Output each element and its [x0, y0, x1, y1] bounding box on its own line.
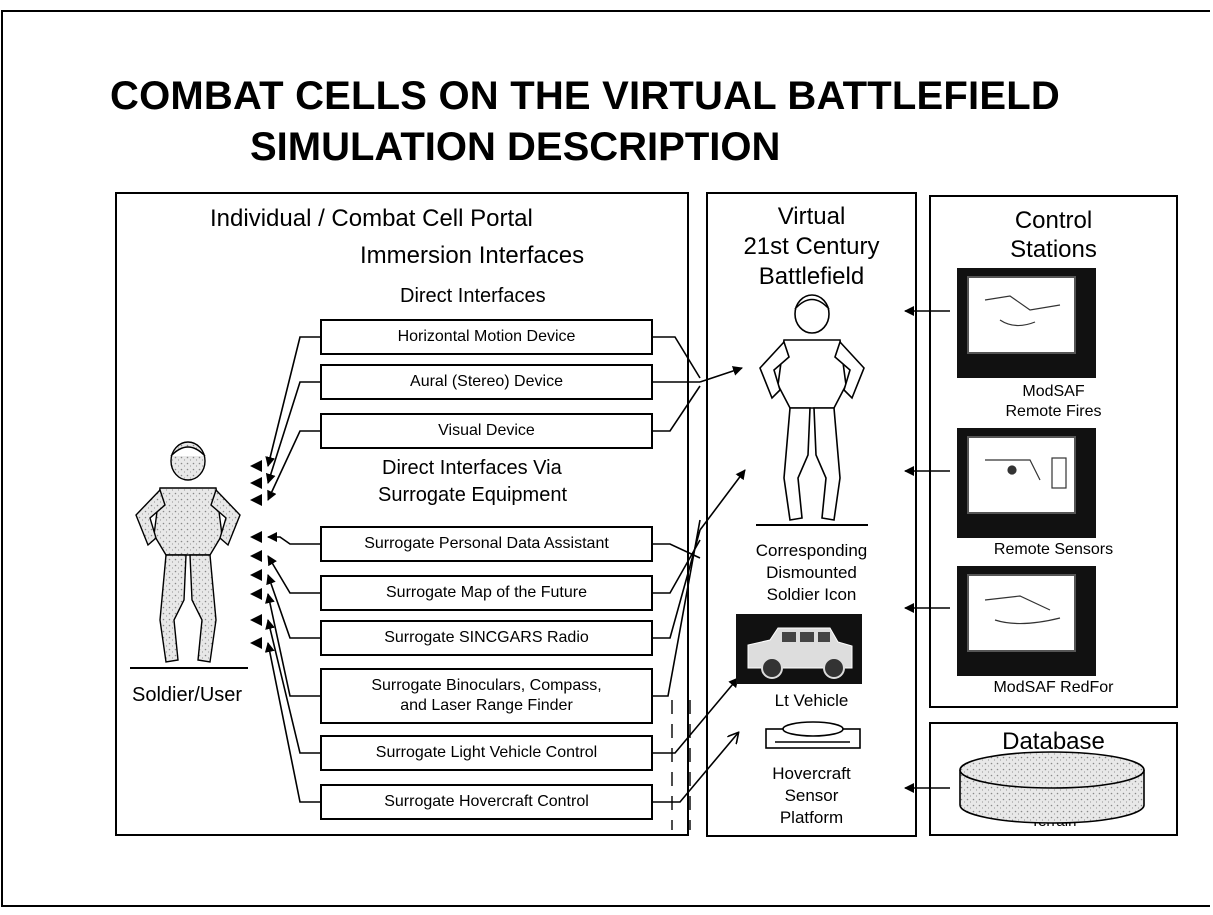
left-panel — [115, 192, 689, 836]
device-surrogate-map: Surrogate Map of the Future — [320, 575, 653, 611]
hover-label-3: Platform — [779, 808, 844, 827]
soldier-label: Soldier/User — [132, 684, 243, 706]
hovercraft-icon — [765, 721, 861, 749]
battlefield-soldier-icon — [759, 294, 865, 521]
left-heading-1: Individual / Combat Cell Portal — [210, 205, 533, 232]
binoculars-line-1: Surrogate Binoculars, Compass, — [371, 677, 602, 694]
station-screen-remote-sensors — [957, 428, 1096, 538]
hover-label-1: Hovercraft — [772, 764, 851, 783]
station-screen-redfor — [957, 566, 1096, 676]
database-panel — [929, 722, 1178, 836]
middle-heading-2: 21st Century — [743, 233, 880, 260]
control-heading-1: Control — [1014, 207, 1093, 234]
device-surrogate-light-vehicle: Surrogate Light Vehicle Control — [320, 735, 653, 771]
direct-interfaces-heading: Direct Interfaces — [400, 285, 546, 307]
control-heading-2: Stations — [1010, 236, 1097, 263]
device-aural-stereo: Aural (Stereo) Device — [320, 364, 653, 400]
icon-label-3: Soldier Icon — [766, 585, 857, 604]
hover-label-2: Sensor — [784, 786, 839, 805]
device-visual: Visual Device — [320, 413, 653, 449]
device-surrogate-binoculars: Surrogate Binoculars, Compass, and Laser… — [320, 668, 653, 724]
slide-frame — [1, 10, 1210, 907]
station3-label: ModSAF RedFor — [993, 679, 1114, 696]
middle-heading-3: Battlefield — [758, 263, 865, 290]
station2-label: Remote Sensors — [993, 541, 1114, 558]
icon-label-2: Dismounted — [766, 563, 857, 582]
title-line-2: SIMULATION DESCRIPTION — [250, 125, 781, 169]
control-stations-panel — [929, 195, 1178, 708]
surrogate-heading-1: Direct Interfaces Via — [382, 457, 562, 479]
database-heading: Database — [1002, 728, 1105, 755]
title-line-1: COMBAT CELLS ON THE VIRTUAL BATTLEFIELD — [110, 74, 1060, 118]
soldier-user-figure — [135, 441, 241, 663]
battlefield-connectors — [653, 336, 746, 803]
middle-panel — [706, 192, 917, 837]
terrain-database-icon — [959, 751, 1145, 824]
binoculars-line-2: and Laser Range Finder — [400, 697, 573, 714]
left-heading-2: Immersion Interfaces — [360, 242, 585, 269]
device-horizontal-motion: Horizontal Motion Device — [320, 319, 653, 355]
station-screen-remote-fires — [957, 268, 1096, 378]
vehicle-label: Lt Vehicle — [774, 691, 849, 710]
station1-line-1: ModSAF — [1022, 383, 1085, 400]
soldier-connectors — [264, 336, 320, 803]
icon-label-1: Corresponding — [755, 541, 868, 560]
device-surrogate-hovercraft: Surrogate Hovercraft Control — [320, 784, 653, 820]
control-connectors — [904, 306, 950, 793]
station1-line-2: Remote Fires — [1005, 403, 1102, 420]
surrogate-heading-2: Surrogate Equipment — [378, 484, 568, 506]
device-surrogate-pda: Surrogate Personal Data Assistant — [320, 526, 653, 562]
middle-heading-1: Virtual — [777, 203, 846, 230]
device-surrogate-radio: Surrogate SINCGARS Radio — [320, 620, 653, 656]
light-vehicle-icon — [736, 614, 862, 684]
